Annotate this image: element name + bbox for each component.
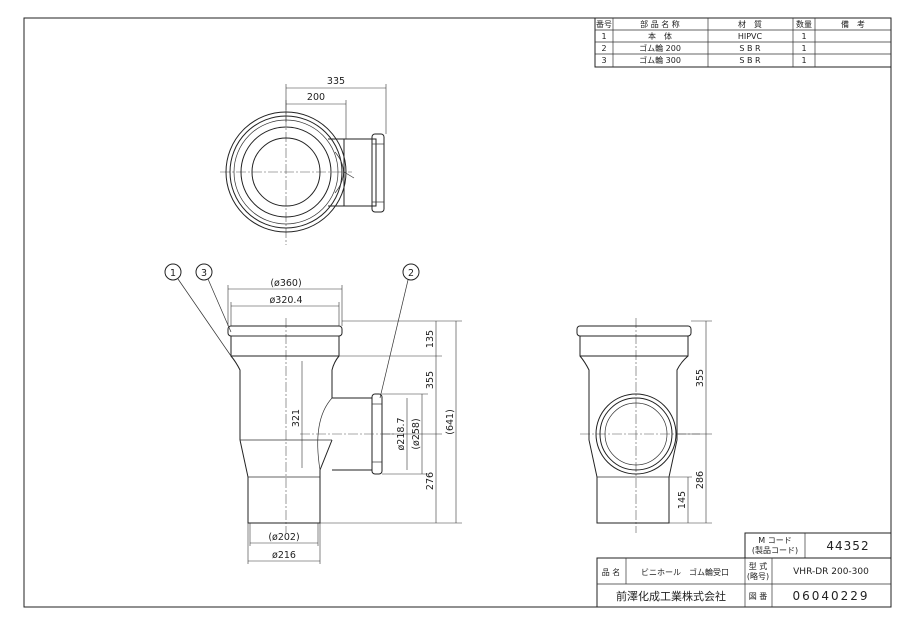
sheet-border [23,17,892,608]
dim-135: 135 [425,330,436,348]
front-view: (ø360) ø320.4 (ø202) ø216 321 135 355 27… [164,263,462,564]
parts-cell: S B R [739,56,761,65]
parts-table: 番号 部 品 名 称 材 質 数量 備 考 1 本 体 HIPVC 1 2 ゴム… [594,17,892,68]
dim-355: 355 [425,371,436,389]
parts-header-qty: 数量 [796,19,812,29]
dim-d360: (ø360) [270,278,301,289]
dim-d216: ø216 [272,550,296,561]
side-dim-145: 145 [677,491,688,509]
company-name: 前澤化成工業株式会社 [616,589,726,603]
side-dim-286: 286 [695,471,706,489]
parts-header-name: 部 品 名 称 [640,19,680,29]
parts-cell: 1 [801,44,806,53]
parts-cell: 3 [601,56,606,65]
balloon-1 [164,263,182,281]
parts-cell: 1 [801,56,806,65]
dim-200: 200 [307,92,325,103]
dim-d202: (ø202) [268,532,299,543]
dim-276: 276 [425,472,436,490]
dim-d320: ø320.4 [269,295,302,306]
side-view: 355 286 145 [576,318,712,533]
drawing-label: 図 番 [749,591,768,601]
parts-cell: ゴム輪 300 [639,55,681,65]
name-value: ビニホール ゴム輪受口 [641,567,729,577]
parts-cell: 1 [801,32,806,41]
top-view: 335 200 [220,76,387,245]
drawing-number: 06040229 [792,589,869,603]
name-label: 品 名 [602,567,621,577]
parts-header-material: 材 質 [738,19,762,29]
dim-d258: (ø258) [411,418,422,449]
mcode-label: M コード [758,536,791,545]
parts-cell: S B R [739,44,761,53]
model-value: VHR-DR 200-300 [793,567,869,577]
parts-cell: 2 [601,44,606,53]
dim-321: 321 [291,409,302,427]
balloon-3 [195,263,213,281]
balloon-2 [402,263,420,281]
parts-cell: ゴム輪 200 [639,43,681,53]
parts-header-no: 番号 [596,19,612,29]
balloon-3-label: 3 [201,268,207,279]
dim-d218: ø218.7 [396,417,407,450]
mcode-value: 44352 [826,539,869,553]
dim-641: (641) [445,409,456,435]
side-dim-355: 355 [695,369,706,387]
model-label: 型 式 [749,561,768,571]
balloon-2-label: 2 [408,268,414,279]
model-label-sub: (略号) [747,571,769,581]
dim-335: 335 [327,76,345,87]
title-block: M コード (製品コード) 44352 品 名 ビニホール ゴム輪受口 型 式 … [596,532,892,608]
parts-cell: 本 体 [648,31,672,41]
parts-header-note: 備 考 [841,19,865,29]
parts-cell: HIPVC [738,32,763,41]
parts-cell: 1 [601,32,606,41]
balloon-1-label: 1 [170,268,176,279]
mcode-label-sub: (製品コード) [752,545,798,555]
